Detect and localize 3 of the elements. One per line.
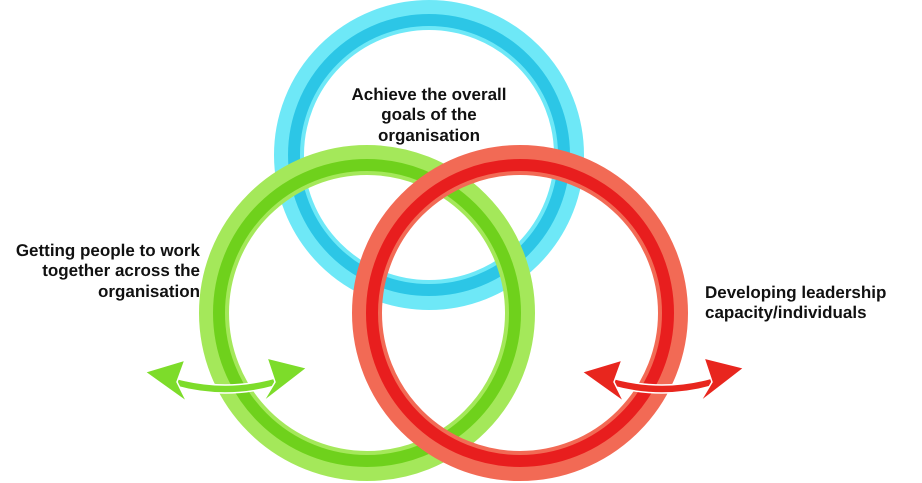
ring-caption: Developing leadership capacity/individuals xyxy=(705,283,888,324)
ring-caption: Getting people to work together across the organisation xyxy=(14,241,200,302)
ring-caption: Achieve the overall goals of the organisation xyxy=(350,85,508,146)
